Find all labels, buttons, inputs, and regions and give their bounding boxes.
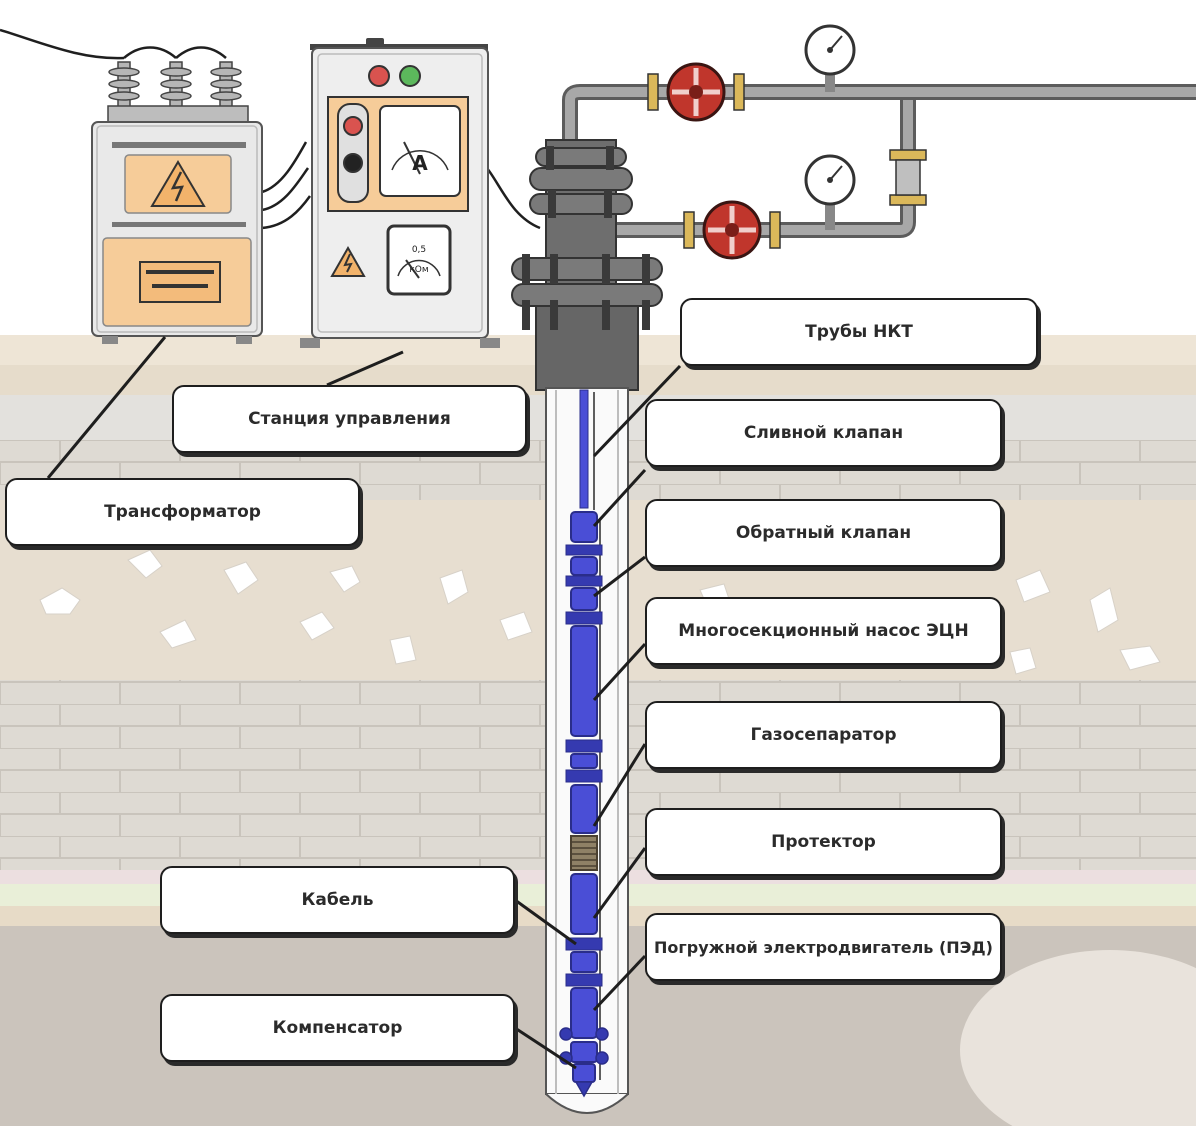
voltmeter-value: 0,5 [412,245,426,255]
label-compensator: Компенсатор [160,994,515,1062]
wellhead [511,139,663,391]
label-submersible-motor: Погружной электродвигатель (ПЭД) [645,913,1002,981]
control-station-cabinet [300,38,500,348]
label-cable: Кабель [160,866,515,934]
label-check-valve: Обратный клапан [645,499,1002,567]
transformer-unit [91,61,263,344]
label-protector: Протектор [645,808,1002,876]
pressure-gauge-lower [804,154,856,230]
voltmeter-unit: кОм [409,265,428,275]
leader-lines [46,336,682,1070]
gate-valve-upper [647,62,745,122]
gate-valve-lower [683,200,781,260]
label-gas-separator: Газосепаратор [645,701,1002,769]
label-drain-valve: Сливной клапан [645,399,1002,467]
nkt-tubing [579,389,589,509]
label-tubing: Трубы НКТ [680,298,1038,366]
rock-fragments [39,549,1161,675]
surface-flowlines [562,84,1196,238]
esp-string [559,511,609,1098]
pressure-gauge-upper [804,24,856,92]
label-esp-pump: Многосекционный насос ЭЦН [645,597,1002,665]
meter-lettering: А 0,5 кОм [409,151,428,275]
label-control-station: Станция управления [172,385,527,453]
label-transformer: Трансформатор [5,478,360,546]
ammeter-letter: А [412,151,428,175]
bushing-insulators [108,61,242,109]
